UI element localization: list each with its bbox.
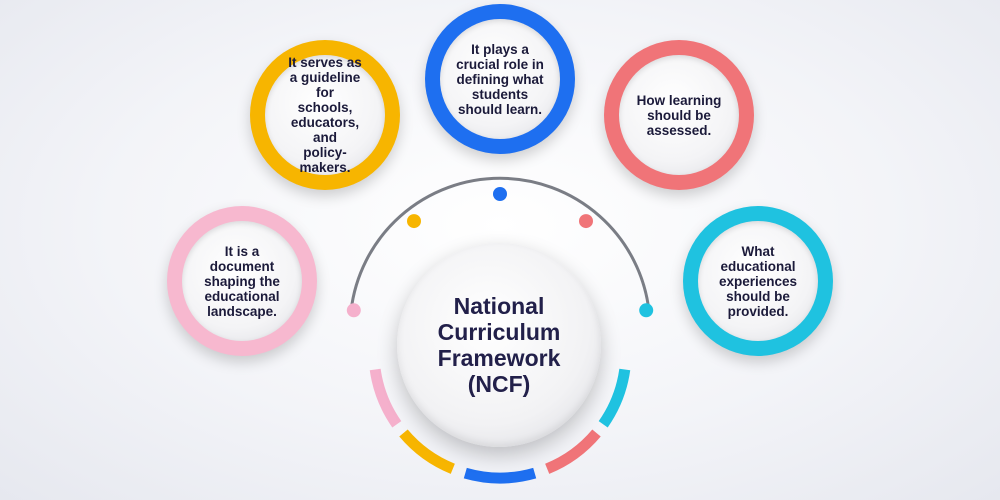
arc-dot bbox=[639, 303, 654, 318]
arc-dot bbox=[579, 214, 593, 229]
lower-arc-segment bbox=[399, 429, 455, 474]
lower-arc-segment bbox=[369, 368, 402, 428]
node-document: It is a document shaping the educational… bbox=[167, 206, 317, 356]
arc-dot bbox=[346, 303, 361, 318]
arc-dot bbox=[493, 187, 507, 201]
top-arc bbox=[349, 176, 651, 312]
node-experiences: What educational experiences should be p… bbox=[683, 206, 833, 356]
arc-dot bbox=[407, 214, 421, 229]
center-title: National Curriculum Framework (NCF) bbox=[437, 293, 561, 397]
node-define-learning-text: It plays a crucial role in defining what… bbox=[456, 41, 544, 117]
node-assessment-text: How learning should be assessed. bbox=[636, 92, 722, 138]
node-assessment: How learning should be assessed. bbox=[604, 40, 754, 190]
node-experiences-text: What educational experiences should be p… bbox=[718, 243, 798, 319]
lower-arc-segment bbox=[598, 368, 631, 428]
node-document-text: It is a document shaping the educational… bbox=[204, 243, 280, 319]
lower-arc-segment bbox=[545, 429, 601, 474]
node-guideline: It serves as a guideline for schools, ed… bbox=[250, 40, 400, 190]
lower-arc-segment bbox=[463, 467, 537, 484]
center-circle: National Curriculum Framework (NCF) bbox=[397, 243, 601, 447]
node-guideline-text: It serves as a guideline for schools, ed… bbox=[288, 55, 362, 175]
node-define-learning: It plays a crucial role in defining what… bbox=[425, 4, 575, 154]
